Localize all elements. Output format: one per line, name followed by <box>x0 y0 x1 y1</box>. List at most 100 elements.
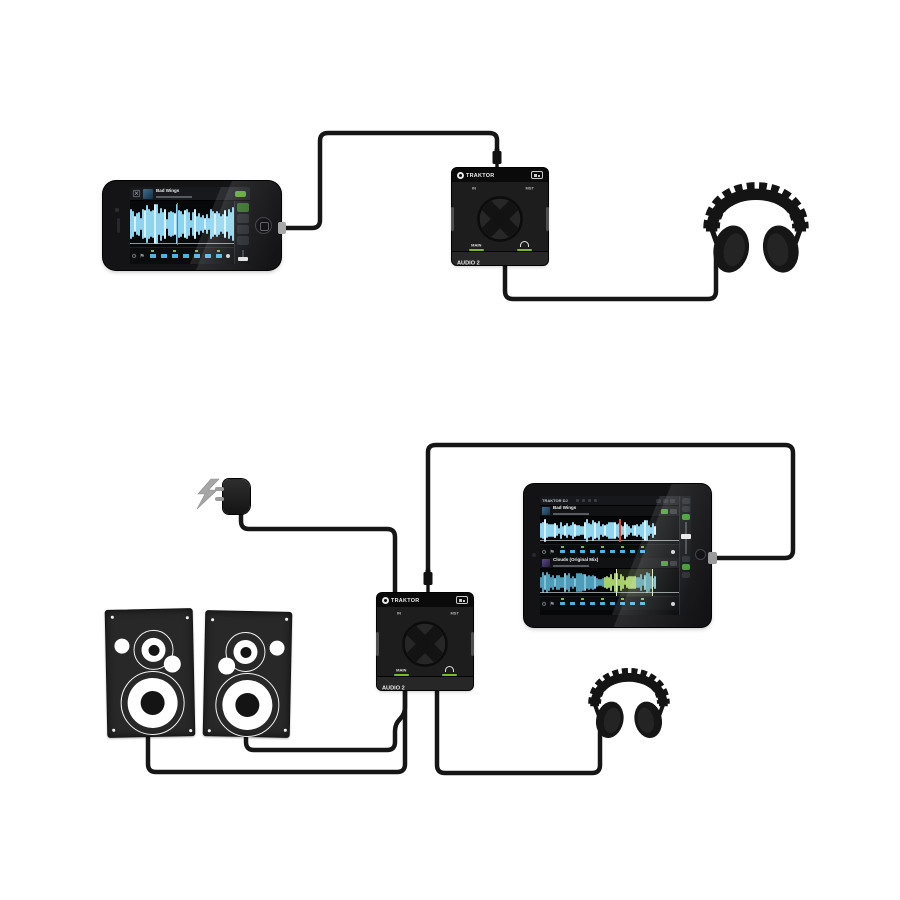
waveform-bar <box>154 204 156 244</box>
ipad-screen: TRAKTOR DJ Bad Wings <box>540 496 691 615</box>
waveform-bar <box>638 576 640 589</box>
waveform-bar <box>622 525 624 536</box>
waveform-bar <box>200 216 202 232</box>
deck-b: Clouds (Original Mix) ⚙ ⚑ <box>540 557 679 610</box>
main-output: MAIN <box>465 241 487 251</box>
cable-interface-to-headphones-bottom <box>434 687 603 776</box>
volume-slider <box>237 248 249 264</box>
beat-block <box>580 546 586 553</box>
loop-dot <box>671 601 675 606</box>
loop-button <box>681 556 690 562</box>
beat-block <box>630 602 636 605</box>
beat-block <box>640 598 646 605</box>
beat-block <box>172 250 179 258</box>
cable-main-out-to-left-speaker <box>145 687 408 775</box>
waveform-bar <box>560 522 562 539</box>
audio-interface-bottom: TRAKTOR IN MST MAIN <box>376 593 474 691</box>
deck-b-meta: Clouds (Original Mix) <box>552 557 659 569</box>
waveform-bar <box>224 210 226 238</box>
waveform-bar <box>542 522 544 539</box>
waveform-bar <box>654 525 656 536</box>
waveform-bar <box>198 212 200 236</box>
speaker-right <box>202 610 293 738</box>
waveform-bar <box>574 524 576 537</box>
waveform-bar <box>188 212 190 236</box>
waveform-bar <box>606 523 608 538</box>
home-button <box>255 217 272 234</box>
waveform-bar <box>204 218 206 230</box>
playhead <box>619 519 621 542</box>
ni-circle-logo-icon <box>382 596 389 604</box>
waveform-bar <box>546 572 548 593</box>
output-labels: MAIN <box>452 241 548 251</box>
ipad: TRAKTOR DJ Bad Wings <box>524 484 711 627</box>
sync-badge <box>235 190 246 197</box>
track-title: Bad Wings <box>156 187 180 193</box>
deck-b-sync-badge <box>661 560 668 566</box>
brand-label: TRAKTOR <box>391 596 420 604</box>
waveform-bar <box>578 524 580 537</box>
waveform-bar <box>544 519 546 542</box>
waveform-bar <box>610 521 612 540</box>
waveform-bar <box>588 522 590 539</box>
tablet-app-toolbar: TRAKTOR DJ <box>540 496 691 506</box>
port-hole <box>217 657 236 675</box>
screw <box>185 616 189 619</box>
waveform-bar <box>612 578 614 587</box>
waveform-bar <box>160 207 162 241</box>
phones-led <box>516 248 532 251</box>
waveform-bar <box>182 213 184 235</box>
fader-knob <box>680 534 691 539</box>
close-icon <box>132 189 141 198</box>
port-label-left: IN <box>397 611 401 616</box>
waveform-bar <box>214 212 216 236</box>
waveform-bar <box>594 576 596 589</box>
track-subtitle-bar <box>156 195 192 198</box>
output-labels: MAIN <box>377 666 473 676</box>
waveform-bar <box>554 578 556 587</box>
gear-icon: ⚙ <box>541 600 547 607</box>
waveform-bar <box>646 571 648 594</box>
toolbar-right-icons <box>656 498 675 503</box>
power-lightning-icon <box>196 478 220 510</box>
headphones-top <box>694 160 818 274</box>
waveform-bar <box>632 524 634 536</box>
waveform-baseline <box>540 540 679 541</box>
beat-block <box>630 550 636 553</box>
waveform-bar <box>608 521 610 540</box>
port-label-right: MST <box>525 186 534 191</box>
waveform-bar <box>166 219 168 229</box>
volume-knob-icon <box>402 621 448 667</box>
slider-knob <box>237 256 248 261</box>
ni-logo-icon <box>456 596 468 604</box>
waveform-bar <box>576 525 578 536</box>
deck-b-subtitle-bar <box>553 565 589 567</box>
waveform-bar <box>628 525 630 536</box>
waveform-bar <box>180 210 182 238</box>
waveform-bar <box>638 526 640 535</box>
waveform-bar <box>632 576 634 589</box>
waveform-bar <box>138 212 140 236</box>
waveform <box>130 201 234 247</box>
model-strip: AUDIO 2 <box>452 251 548 266</box>
waveform-bar <box>174 212 176 236</box>
phones-output <box>513 241 535 251</box>
waveform-bar <box>560 577 562 588</box>
audio-interface-top: TRAKTOR IN MST MAIN <box>451 168 549 266</box>
waveform-bar <box>562 577 564 588</box>
beat-block <box>640 546 646 553</box>
side-grip <box>376 632 379 656</box>
waveform-bar <box>216 211 218 237</box>
tablet-camera-dot <box>532 553 536 557</box>
waveform-bar <box>168 211 170 237</box>
waveform-bar <box>548 574 550 591</box>
waveform-bar <box>598 578 600 587</box>
screw <box>110 615 114 619</box>
waveform-bar <box>598 520 600 541</box>
waveform-bar <box>540 523 542 538</box>
flag-icon: ⚑ <box>139 252 145 260</box>
waveform-bar <box>568 572 570 593</box>
deck-a-badges <box>661 508 677 514</box>
waveform-bar <box>610 573 612 592</box>
